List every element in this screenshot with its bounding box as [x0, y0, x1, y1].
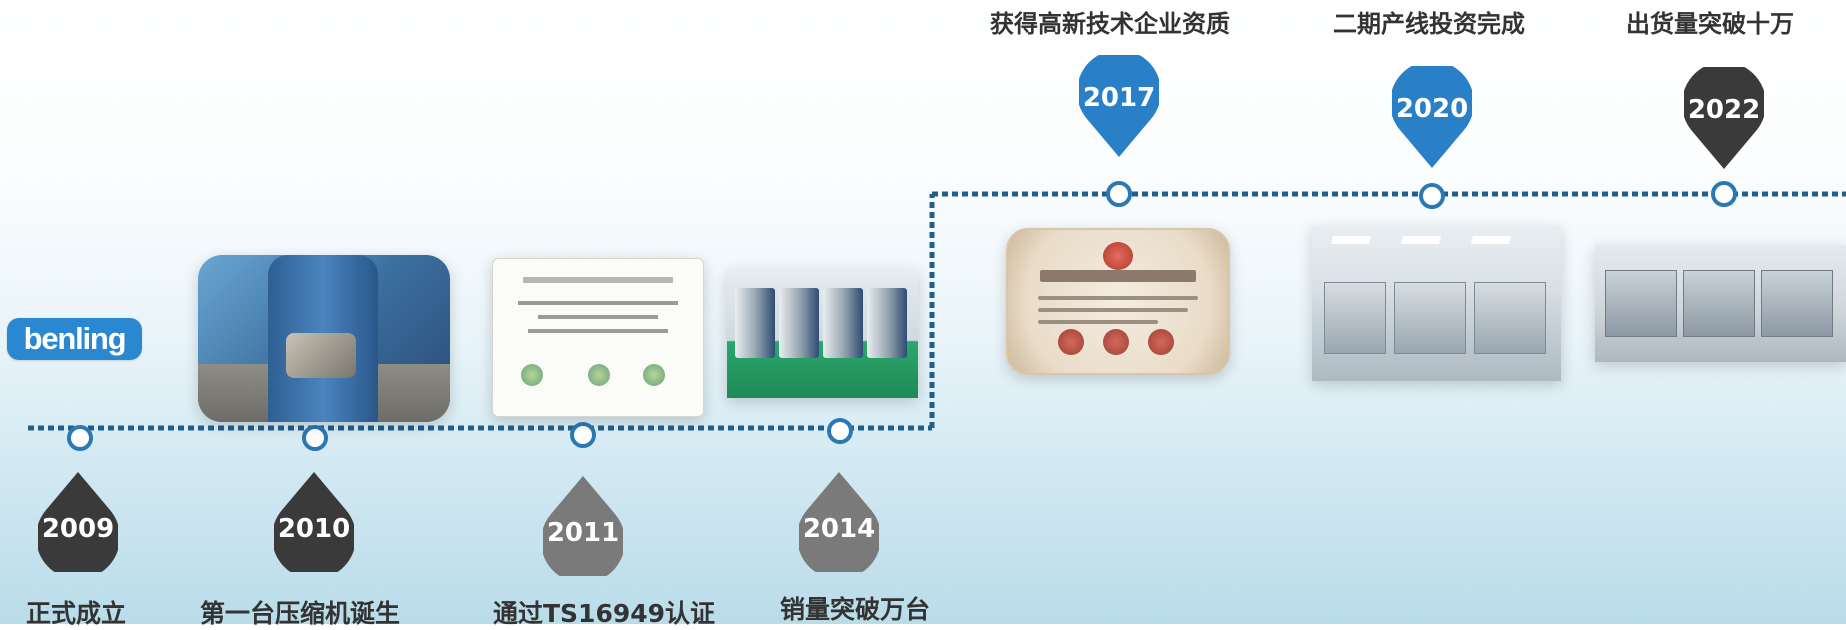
caption-2020: 二期产线投资完成	[1333, 10, 1525, 38]
cert-header-line	[523, 277, 673, 283]
marker-shape	[1079, 55, 1159, 157]
cert-text-line	[538, 315, 658, 319]
logo-text: benling	[23, 321, 127, 356]
photo-machining-workshop	[727, 270, 918, 398]
machine	[735, 288, 775, 358]
marker-year-text: 2022	[1687, 95, 1761, 125]
assembly-station	[1761, 270, 1833, 337]
year-marker-2009[interactable]: 2009	[38, 470, 118, 572]
assembly-station	[1683, 270, 1755, 337]
cert-text-line	[518, 301, 678, 305]
photo-production-line-phase2	[1312, 226, 1561, 381]
caption-2010: 第一台压缩机诞生	[200, 599, 401, 628]
cert-seal	[643, 364, 665, 386]
year-marker-2010[interactable]: 2010	[274, 470, 354, 572]
marker-shape	[38, 472, 118, 572]
cert-text-line	[1038, 308, 1188, 312]
photo-assembly-line	[1595, 245, 1846, 362]
timeline-node-2020[interactable]	[1419, 183, 1445, 209]
photo-compressor-part	[286, 333, 356, 378]
cert-emblem	[1103, 242, 1133, 270]
marker-year-text: 2010	[277, 514, 351, 544]
photo-first-compressor	[198, 255, 450, 422]
cert-stamp	[1103, 329, 1129, 355]
marker-year-text: 2020	[1395, 94, 1469, 124]
benling-logo: benling	[7, 318, 142, 360]
cert-seal	[521, 364, 543, 386]
caption-2022: 出货量突破十万	[1626, 10, 1794, 38]
cert-stamp	[1148, 329, 1174, 355]
marker-shape	[274, 472, 354, 572]
caption-2011: 通过TS16949认证	[493, 599, 716, 628]
timeline-node-2017[interactable]	[1106, 181, 1132, 207]
marker-shape	[1392, 66, 1472, 168]
marker-shape	[799, 472, 879, 572]
ceiling-light	[1330, 236, 1372, 244]
caption-2017: 获得高新技术企业资质	[990, 10, 1230, 38]
cert-text-line	[1038, 296, 1198, 300]
marker-year-text: 2014	[802, 514, 876, 544]
marker-shape	[543, 476, 623, 576]
timeline-node-2014[interactable]	[827, 418, 853, 444]
year-marker-2014[interactable]: 2014	[799, 470, 879, 572]
ceiling-light	[1400, 236, 1442, 244]
photo-high-tech-certificate	[1006, 228, 1230, 375]
timeline-node-2011[interactable]	[570, 422, 596, 448]
cert-text-line	[528, 329, 668, 333]
production-cell	[1474, 282, 1546, 354]
cert-stamp	[1058, 329, 1084, 355]
cert-title-line	[1040, 270, 1196, 282]
photo-ts16949-certificate	[492, 258, 704, 417]
year-marker-2020[interactable]: 2020	[1392, 66, 1472, 170]
year-marker-2011[interactable]: 2011	[543, 474, 623, 576]
year-marker-2022[interactable]: 2022	[1684, 67, 1764, 171]
marker-shape	[1684, 67, 1764, 169]
production-cell	[1324, 282, 1386, 354]
timeline-node-2010[interactable]	[302, 425, 328, 451]
ceiling-light	[1470, 236, 1512, 244]
cert-seal	[588, 364, 610, 386]
marker-year-text: 2017	[1082, 83, 1156, 113]
machine	[823, 288, 863, 358]
marker-year-text: 2011	[546, 518, 620, 548]
cert-text-line	[1038, 320, 1158, 324]
machine	[779, 288, 819, 358]
timeline-node-2022[interactable]	[1711, 181, 1737, 207]
timeline-node-2009[interactable]	[67, 425, 93, 451]
year-marker-2017[interactable]: 2017	[1079, 55, 1159, 159]
assembly-station	[1605, 270, 1677, 337]
marker-year-text: 2009	[41, 514, 115, 544]
machine	[867, 288, 907, 358]
production-cell	[1394, 282, 1466, 354]
caption-2014: 销量突破万台	[780, 595, 931, 624]
caption-2009: 正式成立	[26, 599, 127, 628]
